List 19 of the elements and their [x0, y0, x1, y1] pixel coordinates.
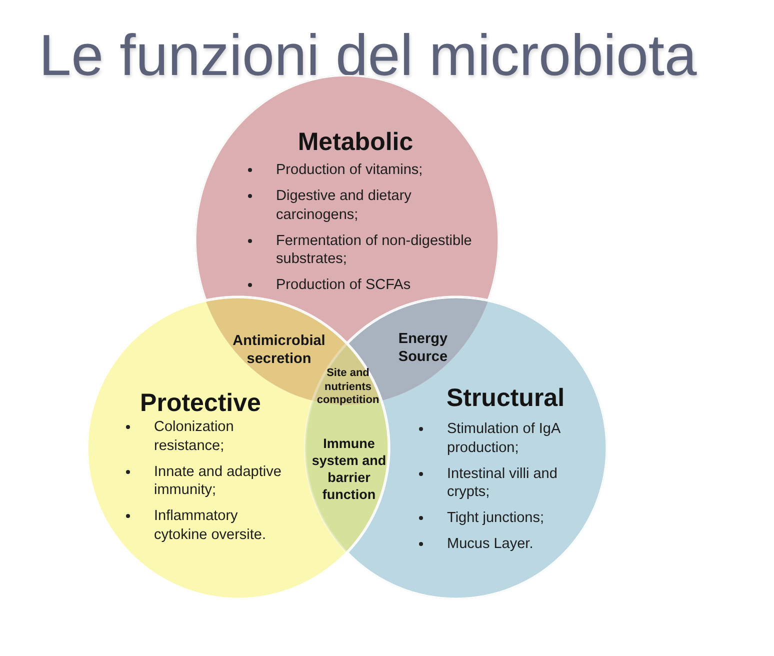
bullet-text: Stimulation of IgA production; [447, 420, 562, 457]
circle-heading: Protective [139, 388, 262, 418]
slide-title: Le funzioni del microbiota [39, 27, 697, 85]
bullet-text: Production of vitamins; [276, 161, 424, 180]
circle-heading: Metabolic [296, 127, 414, 157]
region-label: Immune system and barrier function [310, 434, 388, 502]
bullet-text: Production of SCFAs [276, 276, 412, 294]
bullet-text: Inflammatory cytokine oversite. [154, 507, 268, 544]
region-label: Energy Source [397, 330, 449, 366]
circle-heading: Structural [445, 383, 566, 413]
region-label: Antimicrobial secretion [232, 332, 326, 368]
bullet-text: Colonization resistance; [154, 418, 235, 455]
bullet-text: Intestinal villi and crypts; [447, 464, 558, 502]
bullet-text: Mucus Layer. [447, 535, 534, 554]
region-label: Site and nutrients competition [316, 367, 380, 408]
bullet-text: Digestive and dietary carcinogens; [276, 187, 412, 224]
bullet-text: Tight junctions; [447, 509, 545, 528]
bullet-text: Innate and adaptive immunity; [154, 462, 282, 500]
bullet-text: Fermentation of non-digestible substrates; [276, 232, 473, 268]
